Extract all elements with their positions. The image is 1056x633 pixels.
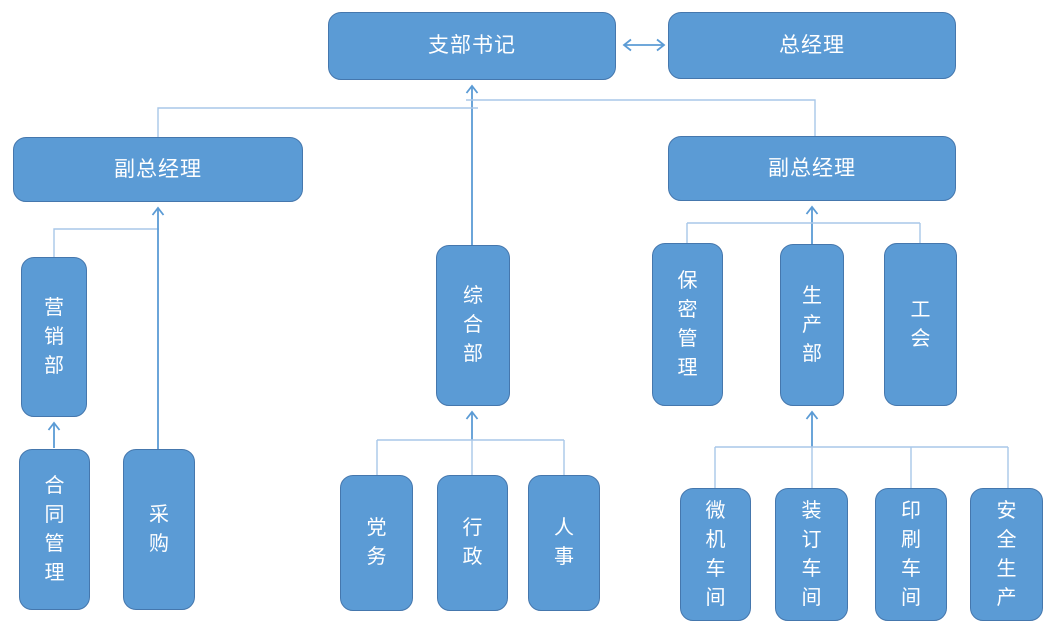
org-box-production-dept: 生 产 部	[780, 244, 844, 406]
org-box-general-manager: 总经理	[668, 12, 956, 79]
org-box-label: 工 会	[910, 298, 931, 350]
org-box-safety-production: 安 全 生 产	[970, 488, 1043, 621]
org-box-label: 支部书记	[428, 34, 516, 58]
org-box-general-dept: 综 合 部	[436, 245, 510, 406]
org-box-deputy-gm-left: 副总经理	[13, 137, 303, 202]
org-box-label: 装 订 车 间	[801, 499, 822, 609]
org-box-label: 微 机 车 间	[705, 499, 726, 609]
org-box-label: 营 销 部	[44, 296, 64, 377]
connector-marketing-elbow	[53, 228, 159, 257]
org-box-label: 综 合 部	[463, 285, 483, 365]
org-box-marketing-dept: 营 销 部	[21, 257, 87, 417]
org-box-label: 总经理	[779, 33, 845, 57]
connector-right-deputy-elbow	[466, 99, 816, 136]
org-box-label: 人 事	[554, 517, 574, 568]
org-box-label: 安 全 生 产	[996, 499, 1017, 609]
org-box-party-affairs: 党 务	[340, 475, 413, 611]
org-box-label: 印 刷 车 间	[901, 499, 921, 609]
org-box-label: 采 购	[149, 503, 169, 555]
org-box-branch-secretary: 支部书记	[328, 12, 616, 80]
org-box-label: 合 同 管 理	[44, 474, 65, 584]
org-box-label: 生 产 部	[802, 284, 822, 365]
org-box-label: 副总经理	[114, 157, 202, 181]
org-box-administration: 行 政	[437, 475, 508, 611]
org-box-labor-union: 工 会	[884, 243, 957, 406]
org-box-personnel: 人 事	[528, 475, 600, 611]
org-box-deputy-gm-right: 副总经理	[668, 136, 956, 201]
org-box-contract-mgmt: 合 同 管 理	[19, 449, 90, 610]
org-box-procurement: 采 购	[123, 449, 195, 610]
org-box-binding-workshop: 装 订 车 间	[775, 488, 848, 621]
org-box-printing-workshop: 印 刷 车 间	[875, 488, 947, 621]
org-box-label: 副总经理	[768, 156, 856, 180]
connector-left-deputy-elbow	[157, 107, 478, 137]
org-box-computer-workshop: 微 机 车 间	[680, 488, 751, 621]
org-box-confidentiality-mgmt: 保 密 管 理	[652, 243, 723, 406]
org-box-label: 行 政	[462, 517, 483, 568]
org-box-label: 保 密 管 理	[677, 269, 698, 379]
org-box-label: 党 务	[366, 517, 387, 568]
connector-group	[47, 38, 1009, 488]
